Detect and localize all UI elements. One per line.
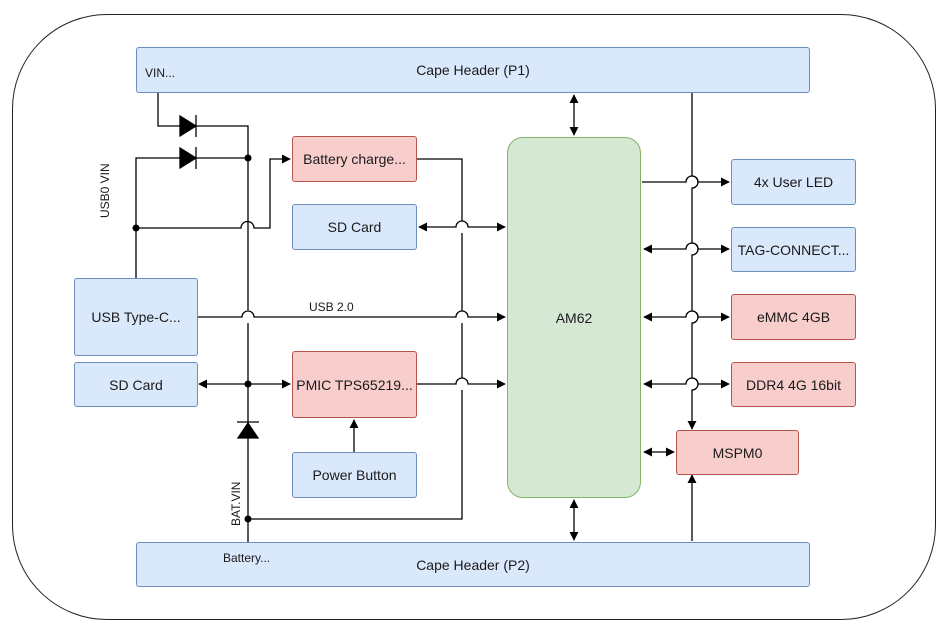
am62-tag-wire — [643, 242, 730, 254]
battery-charger-block: Battery charge... — [292, 136, 417, 182]
ddr4-block: DDR4 4G 16bit — [731, 362, 856, 407]
sd-card-mid-block: SD Card — [292, 204, 417, 250]
charger-to-bat-wire — [248, 158, 463, 520]
sd-mid-am62-wire — [418, 220, 506, 232]
diode-icon — [179, 146, 198, 170]
diode-icon — [179, 114, 198, 138]
sd-card-left-block: SD Card — [74, 362, 198, 407]
power-button-block: Power Button — [292, 452, 417, 498]
junction-dot — [132, 224, 140, 232]
pmic-am62-wire — [417, 377, 506, 389]
usb-typec-block: USB Type-C... — [74, 278, 198, 356]
usb0-vin-label: USB0 VIN — [98, 163, 112, 218]
am62-block: AM62 — [507, 137, 641, 498]
mspm0-block: MSPM0 — [676, 430, 799, 475]
bat-vin-label: BAT.VIN — [229, 481, 243, 526]
pmic-label: PMIC TPS65219... — [296, 376, 413, 393]
ddr4-label: DDR4 4G 16bit — [746, 376, 841, 393]
cape-header-p2-label: Cape Header (P2) — [416, 556, 530, 573]
tag-connect-block: TAG-CONNECT... — [731, 227, 856, 272]
usb0-to-charger-wire — [136, 154, 291, 229]
am62-emmc-wire — [643, 310, 730, 322]
diode1-out-wire — [196, 125, 249, 160]
tag-connect-label: TAG-CONNECT... — [737, 241, 850, 258]
junction-dot — [244, 515, 252, 523]
am62-label: AM62 — [555, 309, 593, 326]
vin-label: VIN... — [145, 66, 176, 80]
vin-wire — [157, 93, 180, 127]
sd-card-left-label: SD Card — [109, 376, 163, 393]
diode-icon — [236, 421, 260, 439]
board-outline — [12, 14, 936, 620]
cape-header-p1: Cape Header (P1) — [136, 47, 810, 93]
mspm0-label: MSPM0 — [712, 444, 763, 461]
emmc-label: eMMC 4GB — [756, 309, 831, 325]
battery-label: Battery... — [223, 551, 271, 565]
cape-header-p1-label: Cape Header (P1) — [416, 62, 530, 78]
junction-dot — [244, 154, 252, 162]
battery-charger-label: Battery charge... — [303, 151, 406, 167]
cape-header-p2: Cape Header (P2) — [136, 542, 810, 587]
power-button-label: Power Button — [312, 467, 397, 483]
usb0-vin-wire — [135, 157, 180, 278]
user-led-block: 4x User LED — [731, 159, 856, 205]
usb20-wire — [198, 310, 506, 322]
am62-ddr4-wire — [643, 377, 730, 389]
usb-typec-label: USB Type-C... — [91, 309, 181, 325]
emmc-block: eMMC 4GB — [731, 294, 856, 340]
sd-card-mid-label: SD Card — [327, 219, 382, 235]
am62-led-wire — [642, 175, 730, 187]
usb20-label: USB 2.0 — [309, 300, 354, 314]
junction-dot — [244, 380, 252, 388]
user-led-label: 4x User LED — [753, 174, 834, 190]
pmic-block: PMIC TPS65219... — [292, 351, 417, 418]
